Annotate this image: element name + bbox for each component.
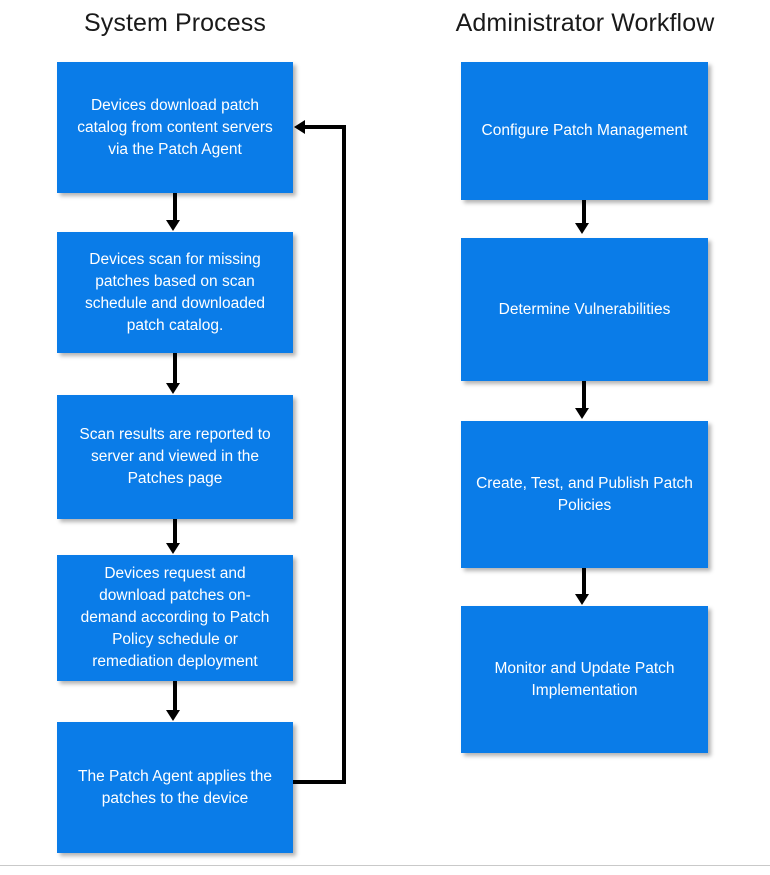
connector-feedback-vertical-segment	[342, 125, 346, 784]
node-label: Scan results are reported to server and …	[79, 426, 271, 487]
node-label: Configure Patch Management	[481, 122, 688, 139]
node-create-test-publish-patch-policies[interactable]: Create, Test, and Publish Patch Policies	[461, 421, 708, 568]
column-title-system-process: System Process	[83, 9, 266, 37]
footer-divider	[0, 865, 770, 866]
node-label: Create, Test, and Publish Patch Policies	[476, 474, 693, 514]
node-label: The Patch Agent applies the patches to t…	[78, 767, 272, 807]
node-configure-patch-management[interactable]: Configure Patch Management	[461, 62, 708, 200]
column-title-administrator-workflow: Administrator Workflow	[455, 9, 715, 37]
connector-line-right-1-2	[582, 200, 586, 224]
connector-line-right-3-4	[582, 568, 586, 595]
arrow-head-right-1-2	[575, 223, 589, 234]
node-monitor-update-patch-implementation[interactable]: Monitor and Update Patch Implementation	[461, 606, 708, 753]
connector-feedback-bottom-segment	[293, 780, 346, 784]
connector-line-left-2-3	[173, 353, 177, 384]
arrow-head-right-2-3	[575, 408, 589, 419]
arrow-head-left-2-3	[166, 383, 180, 394]
node-label: Devices scan for missing patches based o…	[84, 250, 266, 334]
node-label: Devices request and download patches on-…	[80, 565, 270, 670]
arrow-head-left-4-5	[166, 710, 180, 721]
node-devices-download-patch-catalog[interactable]: Devices download patch catalog from cont…	[57, 62, 293, 193]
node-label: Determine Vulnerabilities	[498, 300, 671, 318]
node-patch-agent-applies-patches[interactable]: The Patch Agent applies the patches to t…	[57, 722, 293, 853]
connector-line-left-4-5	[173, 681, 177, 711]
node-devices-scan-missing-patches[interactable]: Devices scan for missing patches based o…	[57, 232, 293, 353]
arrow-head-right-3-4	[575, 594, 589, 605]
connector-line-left-1-2	[173, 193, 177, 221]
arrow-head-left-3-4	[166, 543, 180, 554]
connector-line-left-3-4	[173, 519, 177, 544]
arrow-head-feedback-into-node-1	[294, 120, 305, 134]
connector-feedback-top-segment	[305, 125, 346, 129]
node-devices-request-download-patches[interactable]: Devices request and download patches on-…	[57, 555, 293, 681]
node-label: Devices download patch catalog from cont…	[77, 96, 273, 158]
node-scan-results-reported[interactable]: Scan results are reported to server and …	[57, 395, 293, 519]
node-determine-vulnerabilities[interactable]: Determine Vulnerabilities	[461, 238, 708, 381]
arrow-head-left-1-2	[166, 220, 180, 231]
connector-line-right-2-3	[582, 381, 586, 409]
node-label: Monitor and Update Patch Implementation	[494, 659, 675, 699]
